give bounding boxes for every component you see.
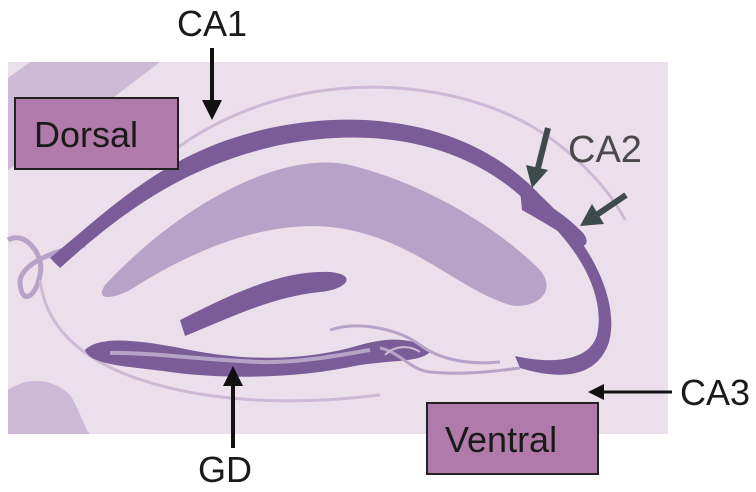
ventral-label: Ventral	[445, 419, 557, 460]
ca1-label: CA1	[177, 3, 247, 44]
ca2-label: CA2	[568, 129, 642, 171]
dorsal-label: Dorsal	[34, 114, 138, 155]
gd-label: GD	[198, 449, 252, 490]
ca3-label: CA3	[680, 372, 750, 413]
